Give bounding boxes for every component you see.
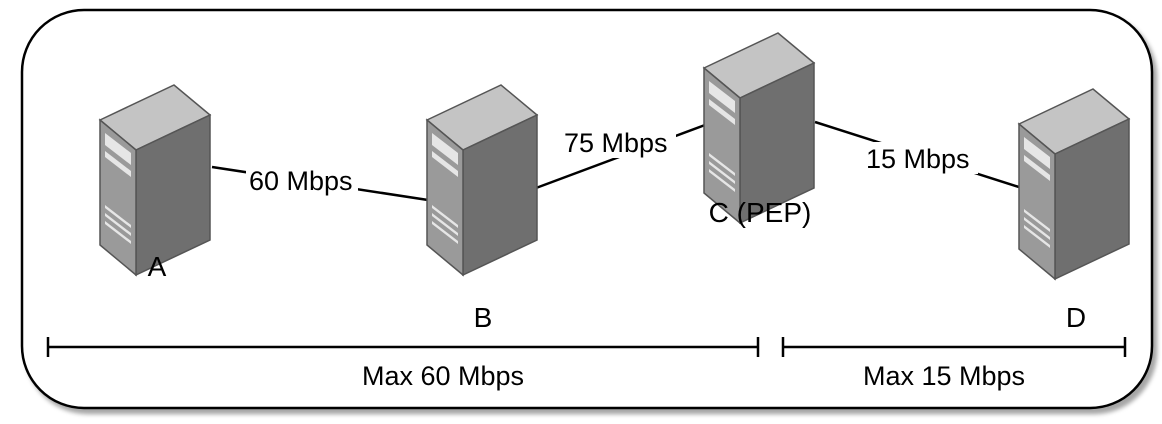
server-c-icon xyxy=(703,32,815,224)
node-label-c: C (PEP) xyxy=(709,197,812,228)
link-label-c-d: 15 Mbps xyxy=(866,144,970,174)
server-d-icon xyxy=(1018,88,1130,280)
node-label-d: D xyxy=(1066,302,1086,333)
node-label-b: B xyxy=(474,302,493,333)
link-label-a-b: 60 Mbps xyxy=(249,166,353,196)
segment-label-left: Max 60 Mbps xyxy=(362,361,524,391)
segment-label-right: Max 15 Mbps xyxy=(863,361,1025,391)
server-b-icon xyxy=(426,84,538,276)
segment-bracket-right xyxy=(781,337,1127,357)
node-label-a: A xyxy=(148,251,167,282)
link-label-b-c: 75 Mbps xyxy=(564,128,668,158)
server-a-icon xyxy=(99,84,211,276)
container-panel xyxy=(20,8,1154,410)
segment-bracket-left xyxy=(46,337,760,357)
